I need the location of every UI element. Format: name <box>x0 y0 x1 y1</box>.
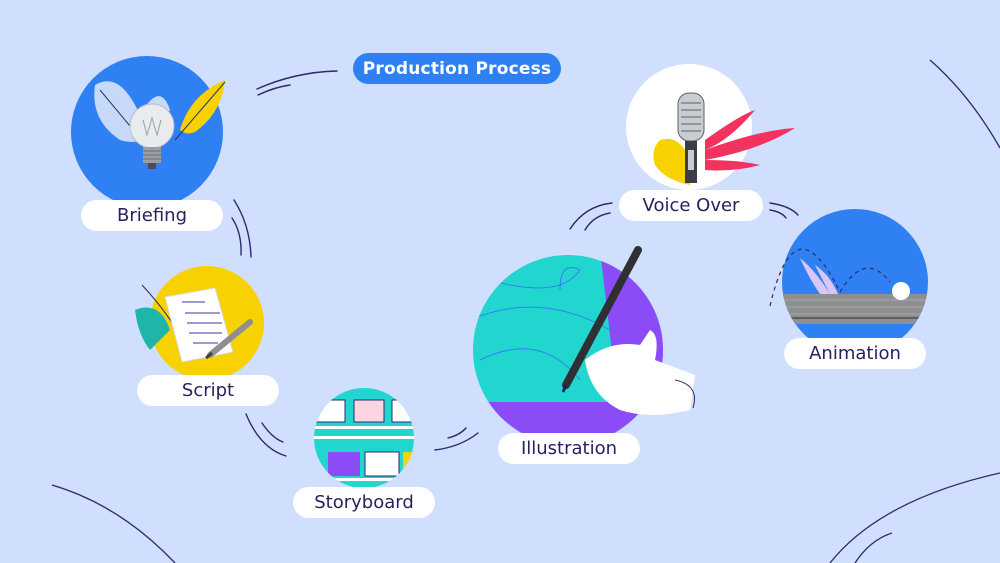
connectors <box>231 70 799 457</box>
step-label-storyboard: Storyboard <box>293 487 435 518</box>
script-illustration <box>135 266 264 380</box>
step-label-animation: Animation <box>784 338 926 369</box>
microphone-icon <box>677 92 705 183</box>
step-label-voice-over: Voice Over <box>619 190 763 221</box>
background-arcs <box>51 59 1000 563</box>
step-label-script: Script <box>137 375 279 406</box>
bouncing-ball-icon <box>782 209 928 355</box>
document-pen-icon <box>164 287 253 363</box>
step-label-illustration: Illustration <box>498 433 640 464</box>
animation-illustration <box>769 209 928 355</box>
storyboard-grid-icon <box>314 388 414 488</box>
storyboard-illustration <box>314 388 414 488</box>
illustration-illustration <box>473 246 695 445</box>
voiceover-illustration <box>626 64 795 190</box>
hand-pen-icon <box>561 246 695 415</box>
step-label-briefing: Briefing <box>81 200 223 231</box>
lightbulb-icon <box>129 103 175 169</box>
title-badge: Production Process <box>353 53 561 84</box>
briefing-illustration <box>71 56 226 208</box>
